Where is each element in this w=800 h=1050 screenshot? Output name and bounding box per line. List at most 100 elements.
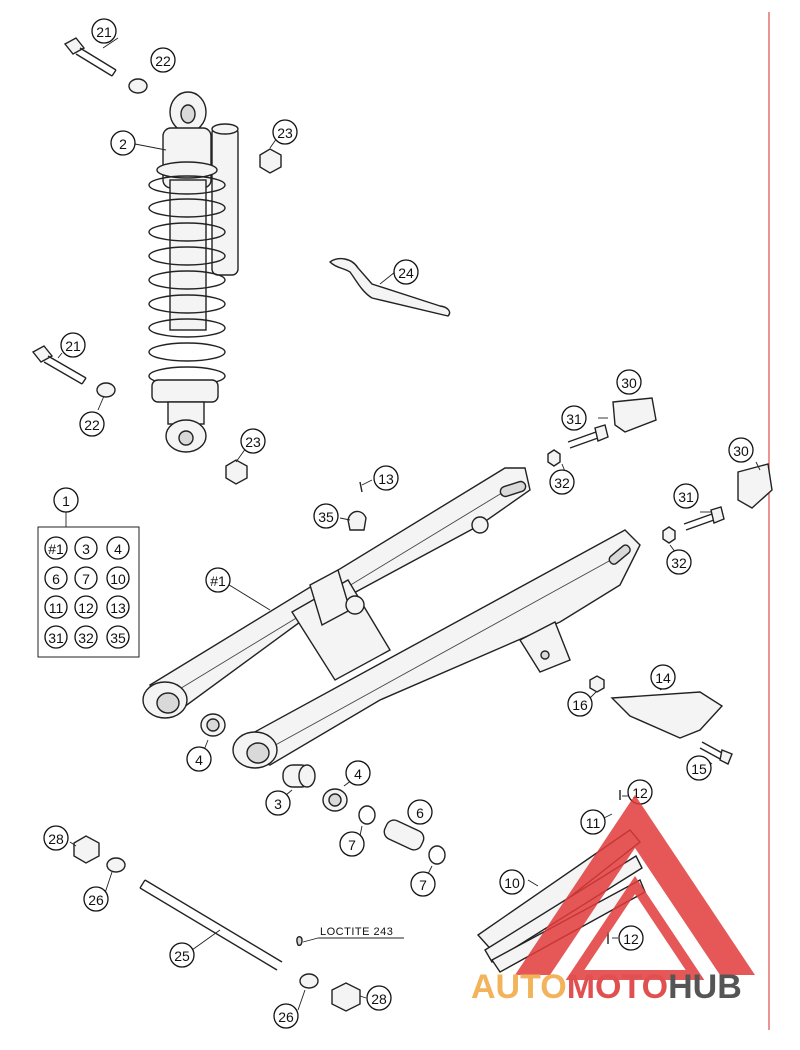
- callout-label: 16: [572, 697, 588, 713]
- callout-label: 32: [554, 475, 570, 491]
- nut-23-top: [259, 148, 282, 174]
- callout-32: 32: [666, 549, 692, 575]
- bolt-31-right: [683, 506, 725, 531]
- callout-label: 21: [96, 24, 112, 40]
- callout-23: 23: [272, 119, 298, 145]
- callout-label: 10: [504, 875, 520, 891]
- callout-35: 35: [313, 503, 339, 529]
- callout-28: 28: [43, 825, 69, 851]
- kit-item-3: 3: [74, 536, 98, 560]
- callout-22: 22: [79, 411, 105, 437]
- callout-label: 1: [62, 493, 70, 509]
- callout-label: 28: [48, 831, 64, 847]
- screw-13: [359, 481, 363, 493]
- callout-30: 30: [728, 437, 754, 463]
- axle-25: [139, 879, 283, 971]
- callout-label: 11: [586, 815, 601, 831]
- kit-item-label: 4: [114, 541, 122, 557]
- kit-item-6: 6: [44, 566, 68, 590]
- nut-28-top: [73, 835, 100, 864]
- callout-22: 22: [150, 47, 176, 73]
- watermark-auto: AUTO: [471, 968, 567, 1006]
- slider-30-top: [612, 397, 657, 433]
- callout-31: 31: [673, 483, 699, 509]
- callout-label: 7: [419, 877, 427, 893]
- watermark-moto: MOTO: [567, 968, 668, 1006]
- callout-label: 15: [691, 761, 707, 777]
- callout-label: 31: [566, 411, 582, 427]
- svg-text:AUTOMOTOHUB: AUTOMOTOHUB: [471, 968, 742, 1006]
- callout-32: 32: [549, 469, 575, 495]
- callout-23: 23: [240, 428, 266, 454]
- callout-12: 12: [618, 925, 644, 951]
- callout-24: 24: [393, 259, 419, 285]
- bolt-15: [699, 741, 733, 765]
- callout-7: 7: [410, 871, 436, 897]
- callout-label: 26: [278, 1009, 294, 1025]
- oring-7-right: [428, 845, 446, 865]
- swingarm: [142, 467, 641, 769]
- watermark: AUTOMOTOHUB: [471, 795, 755, 1006]
- kit-item-11: 11: [44, 595, 68, 619]
- callout-label: 14: [655, 670, 671, 686]
- kit-item-label: 7: [82, 571, 90, 587]
- bracket-14: [610, 691, 724, 739]
- kit-item-13: 13: [106, 595, 130, 619]
- washer-26-bottom: [299, 973, 319, 989]
- bolt-21-top: [63, 37, 117, 77]
- kit-item-7: 7: [74, 566, 98, 590]
- shock-absorber: [148, 91, 239, 453]
- callout-10: 10: [499, 869, 525, 895]
- callout-label: 12: [623, 931, 639, 947]
- slider-30-right: [737, 463, 773, 509]
- callout-28: 28: [366, 985, 392, 1011]
- nut-28-bottom: [331, 982, 361, 1012]
- bolt-21-lower: [31, 345, 87, 385]
- callout-3: 3: [265, 790, 291, 816]
- callout-4: 4: [186, 746, 212, 772]
- callout-26: 26: [273, 1003, 299, 1029]
- callout-26: 26: [83, 886, 109, 912]
- callout-label: 7: [348, 837, 356, 853]
- washer-26-top: [106, 857, 126, 873]
- loctite-note: LOCTITE 243: [320, 926, 393, 938]
- callout-label: 32: [671, 555, 687, 571]
- kit-item-label: 11: [49, 600, 64, 616]
- seal-4-left: [200, 713, 226, 737]
- kit-item-4: 4: [106, 536, 130, 560]
- nut-32-top: [547, 449, 561, 467]
- spanner-24: [328, 257, 451, 317]
- callout-14: 14: [650, 664, 676, 690]
- callout-label: 2: [119, 136, 127, 152]
- watermark-triangle: [515, 795, 755, 975]
- callout-label: 35: [318, 509, 334, 525]
- watermark-hub: HUB: [668, 968, 742, 1006]
- bolt-31-top: [567, 424, 609, 449]
- kit-item-label: 10: [110, 571, 126, 587]
- kit-item-12: 12: [74, 595, 98, 619]
- callout-16: 16: [567, 691, 593, 717]
- loctite-drop: [296, 936, 303, 947]
- callout-4: 4: [345, 760, 371, 786]
- callout-21: 21: [91, 18, 117, 44]
- kit-item-label: 6: [52, 571, 60, 587]
- callout-label: 4: [354, 766, 362, 782]
- callout-label: 22: [84, 417, 100, 433]
- callout-30: 30: [616, 369, 642, 395]
- callout-11: 11: [580, 809, 606, 835]
- callout-label: 6: [416, 805, 424, 821]
- callout-6: 6: [407, 799, 433, 825]
- callout-label: 3: [274, 796, 282, 812]
- washer-22-lower: [96, 382, 116, 398]
- clip-35: [347, 510, 367, 531]
- kit-item-label: 32: [78, 630, 94, 646]
- kit-item-label: 12: [78, 600, 94, 616]
- callout-label: 21: [65, 338, 81, 354]
- callout-7: 7: [339, 831, 365, 857]
- kit-item-10: 10: [106, 566, 130, 590]
- kit-item-label: 35: [110, 630, 126, 646]
- callout-label: 30: [733, 443, 749, 459]
- sleeve-6: [383, 819, 425, 851]
